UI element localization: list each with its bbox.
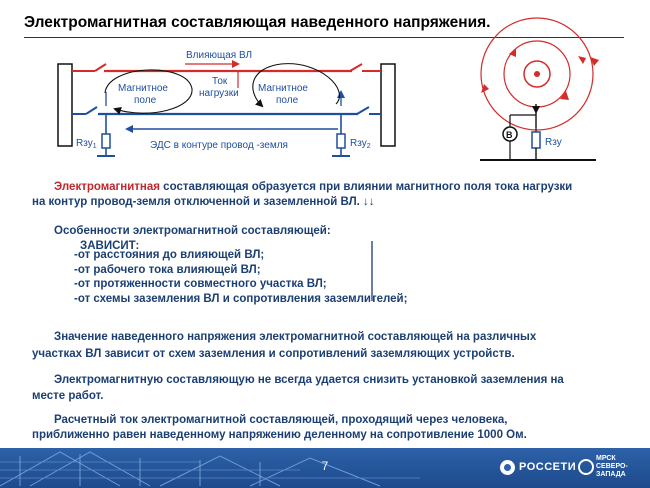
rosseti-logo-icon xyxy=(500,460,515,475)
paragraph-1-line2: на контур провод-земля отключенной и заз… xyxy=(32,196,375,208)
rzu1-label: Rзу1 xyxy=(76,138,97,150)
grounding-resistor-1 xyxy=(101,133,111,149)
footer-bar: 7 РОССЕТИ МРСК СЕВЕРО- ЗАПАДА xyxy=(0,448,650,488)
cross-section-diagram: В Rзу xyxy=(480,17,599,161)
list-item: от протяженности совместного участка ВЛ; xyxy=(74,277,407,292)
paragraph-3-line2: участках ВЛ зависит от схем заземления и… xyxy=(32,348,515,360)
mag-field-right-1: Магнитное xyxy=(258,83,308,94)
induced-voltage-diagram: Влияющая ВЛ Ток нагрузки Магнитное поле … xyxy=(57,17,599,161)
list-item: от расстояния до влияющей ВЛ; xyxy=(74,248,407,263)
mrsk-logo-text: МРСК СЕВЕРО- ЗАПАДА xyxy=(596,455,628,478)
paragraph-4-line2: месте работ. xyxy=(32,390,104,402)
paragraph-5-line1: Расчетный ток электромагнитной составляю… xyxy=(54,414,508,426)
left-substation xyxy=(57,63,73,147)
grounding-resistor-2 xyxy=(336,133,346,149)
paragraph-4-line1: Электромагнитную составляющую не всегда … xyxy=(54,374,564,386)
footer-pattern xyxy=(0,451,420,487)
mag-field-left-1: Магнитное xyxy=(118,83,168,94)
load-current-label-2: нагрузки xyxy=(199,88,239,99)
features-heading: Особенности электромагнитной составляюще… xyxy=(54,225,331,237)
page-title: Электромагнитная составляющая наведенног… xyxy=(24,14,624,38)
mag-field-right-2: поле xyxy=(276,95,299,106)
rzu-right-label: Rзу xyxy=(545,137,562,148)
mag-field-left-2: поле xyxy=(134,95,157,106)
list-item: от рабочего тока влияющей ВЛ; xyxy=(74,263,407,278)
rzu2-label: Rзу2 xyxy=(350,138,371,150)
emf-label: ЭДС в контуре провод -земля xyxy=(150,140,288,151)
divider xyxy=(371,241,373,301)
paragraph-1: Электромагнитная составляющая образуется… xyxy=(54,181,573,193)
magnetic-field-arc-left xyxy=(104,69,193,115)
magnetic-field-arc-right xyxy=(252,63,341,108)
load-current-label-1: Ток xyxy=(212,76,228,87)
paragraph-3-line1: Значение наведенного напряжения электром… xyxy=(54,331,537,343)
paragraph-5-line2: приближенно равен наведенному напряжению… xyxy=(32,429,527,441)
depends-list: от расстояния до влияющей ВЛ; от рабочег… xyxy=(74,248,408,307)
mrsk-logo-icon xyxy=(578,459,594,475)
line-label: Влияющая ВЛ xyxy=(186,50,252,61)
right-substation xyxy=(380,63,396,147)
list-item: от схемы заземления ВЛ и сопротивления з… xyxy=(74,292,408,307)
voltmeter-symbol: В xyxy=(506,130,513,140)
rosseti-logo-text: РОССЕТИ xyxy=(519,461,577,473)
page-number: 7 xyxy=(321,459,329,473)
